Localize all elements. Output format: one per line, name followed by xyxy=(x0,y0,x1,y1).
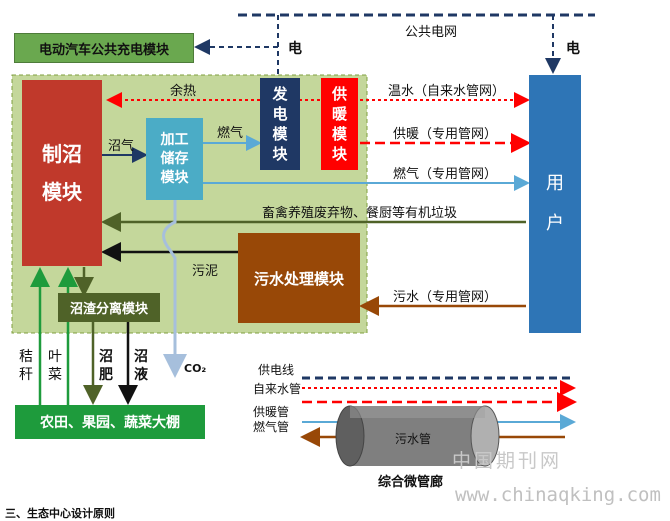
ev-charging-module: 电动汽车公共充电模块 xyxy=(14,33,194,63)
farmland-module: 农田、果园、蔬菜大棚 xyxy=(15,405,205,439)
warm-water-label: 温水（自来水管网） xyxy=(388,84,506,99)
biogas-module: 制沼 模块 xyxy=(22,80,102,266)
sewage-treatment-module: 污水处理模块 xyxy=(238,233,360,323)
residue-separation-module: 沼渣分离模块 xyxy=(58,293,160,322)
legend-power-label: 供电线 xyxy=(258,363,295,377)
co2-label: CO₂ xyxy=(184,362,207,375)
legend-gas-label: 燃气管 xyxy=(253,420,290,434)
sludge-label: 污泥 xyxy=(192,264,219,279)
waste-heat-label: 余热 xyxy=(170,84,197,99)
legend-water-label: 自来水管 xyxy=(253,382,302,396)
legend-sewage-label: 污水管 xyxy=(395,432,432,446)
watermark-cn: 中国期刊网 xyxy=(452,450,563,472)
leaves-label: 叶 菜 xyxy=(48,349,62,383)
slurry-fert-label: 沼 肥 xyxy=(99,349,113,383)
heating-net-label: 供暖（专用管网） xyxy=(393,127,498,142)
elec-left-label: 电 xyxy=(288,41,302,57)
corridor-label: 综合微管廊 xyxy=(378,475,444,490)
gas-net-label: 燃气（专用管网） xyxy=(393,167,498,182)
elec-right-label: 电 xyxy=(566,41,580,57)
public-grid-label: 公共电网 xyxy=(405,25,458,40)
sludge-co2-pipe xyxy=(162,200,187,378)
biogas-gas-label: 沼气 xyxy=(108,139,135,154)
corridor-cylinder xyxy=(335,405,500,467)
organic-waste-label: 畜禽养殖废弃物、餐厨等有机垃圾 xyxy=(262,206,458,221)
section-caption: 三、生态中心设计原则 xyxy=(5,507,115,520)
sewage-net-label: 污水（专用管网） xyxy=(393,290,498,305)
power-gen-module: 发 电 模 块 xyxy=(260,78,300,170)
slurry-liquid-label: 沼 液 xyxy=(134,349,148,383)
heating-module: 供 暖 模 块 xyxy=(321,78,358,170)
storage-module: 加工 储存 模块 xyxy=(146,118,203,200)
fuel-gas-label: 燃气 xyxy=(217,126,244,141)
user-module: 用 户 xyxy=(529,75,581,333)
watermark-url: www.chinaqking.com xyxy=(455,484,661,506)
legend-heating-label: 供暖管 xyxy=(253,405,290,419)
straw-label: 秸 秆 xyxy=(19,349,33,383)
